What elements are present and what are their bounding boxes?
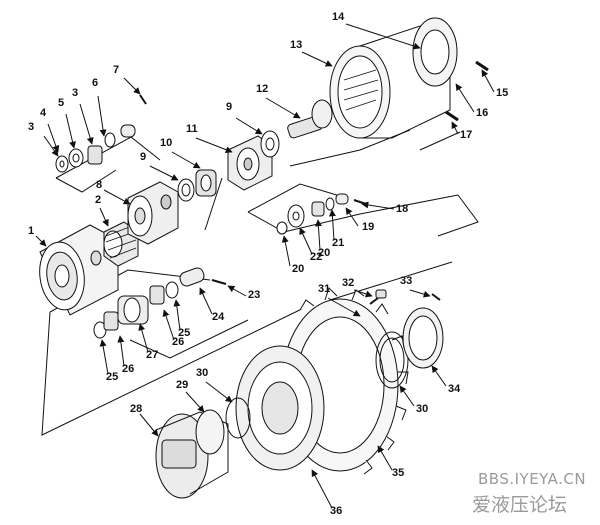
leader-line-20 [314,219,322,251]
part-number-label: 1 [28,225,34,237]
leader-line-6 [97,95,107,137]
part-number-label: 29 [176,379,188,391]
leader-line-4 [47,123,60,153]
part-number-label: 21 [332,237,344,249]
leader-line-32 [353,289,373,298]
part-number-label: 32 [342,277,354,289]
leader-line-23 [227,285,247,297]
part-number-label: 15 [496,87,508,99]
watermark-site-name: 爱液压论坛 [472,494,568,516]
part-lower-planet-stack [93,267,227,339]
part-number-label: 9 [140,151,146,163]
leader-line-22 [299,227,313,255]
part-number-label: 18 [396,203,408,215]
leader-line-16 [455,83,475,113]
leader-line-25 [173,299,181,331]
part-number-label: 12 [256,83,268,95]
part-washers-left [55,94,147,173]
part-number-label: 36 [330,505,342,517]
part-number-label: 26 [122,363,134,375]
leader-line-9 [235,117,263,135]
leader-line-2 [99,207,109,227]
leader-line-7 [123,77,141,95]
leader-line-31 [327,297,361,317]
leader-line-27 [138,323,149,353]
part-number-label: 5 [58,97,64,109]
leader-line-28 [139,413,159,437]
part-number-label: 3 [28,121,34,133]
leader-line-21 [328,209,336,241]
part-seals-30-34 [369,289,444,389]
part-number-label: 14 [332,11,345,23]
part-hub-36 [225,345,325,471]
leader-line-30 [399,385,415,407]
part-number-label: 22 [310,251,322,263]
part-number-label: 25 [106,371,118,383]
part-number-label: 13 [290,39,302,51]
part-number-label: 34 [448,383,461,395]
leader-line-35 [377,445,393,471]
leader-line-10 [171,151,201,169]
leader-line-14 [345,23,421,50]
leader-line-36 [311,469,333,509]
part-number-label: 4 [40,107,47,119]
part-number-label: 30 [196,367,208,379]
part-number-label: 2 [95,194,101,206]
part-carrier-8 [127,181,179,245]
leader-line-33 [409,289,431,298]
part-number-label: 28 [130,403,142,415]
leader-line-9 [149,165,179,181]
part-housing-1 [39,224,119,316]
part-number-label: 16 [476,107,488,119]
leader-line-12 [265,97,301,119]
leader-line-8 [103,189,131,205]
part-number-label: 11 [186,123,198,135]
leader-line-20 [281,235,291,267]
leader-line-19 [345,207,359,227]
part-motor-28 [155,409,229,499]
part-number-label: 19 [362,221,374,233]
part-number-label: 25 [178,327,190,339]
part-number-label: 30 [416,403,428,415]
part-ring-gear-13 [329,17,458,139]
part-number-label: 17 [460,129,472,141]
part-number-label: 31 [318,283,330,295]
part-number-label: 9 [226,101,232,113]
part-number-label: 7 [113,64,119,76]
leader-line-34 [431,365,447,387]
part-number-label: 20 [318,247,330,259]
part-small-right [276,60,489,235]
part-center-stack [177,99,333,202]
leader-line-18 [361,201,395,210]
leader-line-1 [35,235,47,247]
part-number-label: 3 [72,87,78,99]
part-labels: 1233456789910111213141516171819202021222… [28,11,508,517]
leader-line-11 [195,137,233,153]
leader-line-3 [79,103,94,145]
leader-line-24 [199,287,213,315]
part-number-label: 20 [292,263,304,275]
part-number-label: 6 [92,77,98,89]
leader-line-26 [162,309,175,341]
part-number-label: 27 [146,349,158,361]
part-number-label: 26 [172,336,184,348]
part-number-label: 10 [160,137,172,149]
leader-line-13 [301,51,333,67]
leader-line-30 [205,381,233,403]
watermark-url: BBS.IYEYA.CN [478,470,587,488]
part-number-label: 35 [392,467,404,479]
part-number-label: 33 [400,275,412,287]
leader-line-3 [43,135,59,157]
leader-line-17 [451,121,459,135]
leader-line-5 [65,113,76,149]
leader-line-15 [481,69,495,93]
leader-line-29 [185,391,205,413]
part-number-label: 8 [96,179,102,191]
part-number-label: 24 [212,311,225,323]
part-number-label: 23 [248,289,260,301]
leader-line-25 [99,339,109,375]
leader-line-26 [117,335,125,367]
